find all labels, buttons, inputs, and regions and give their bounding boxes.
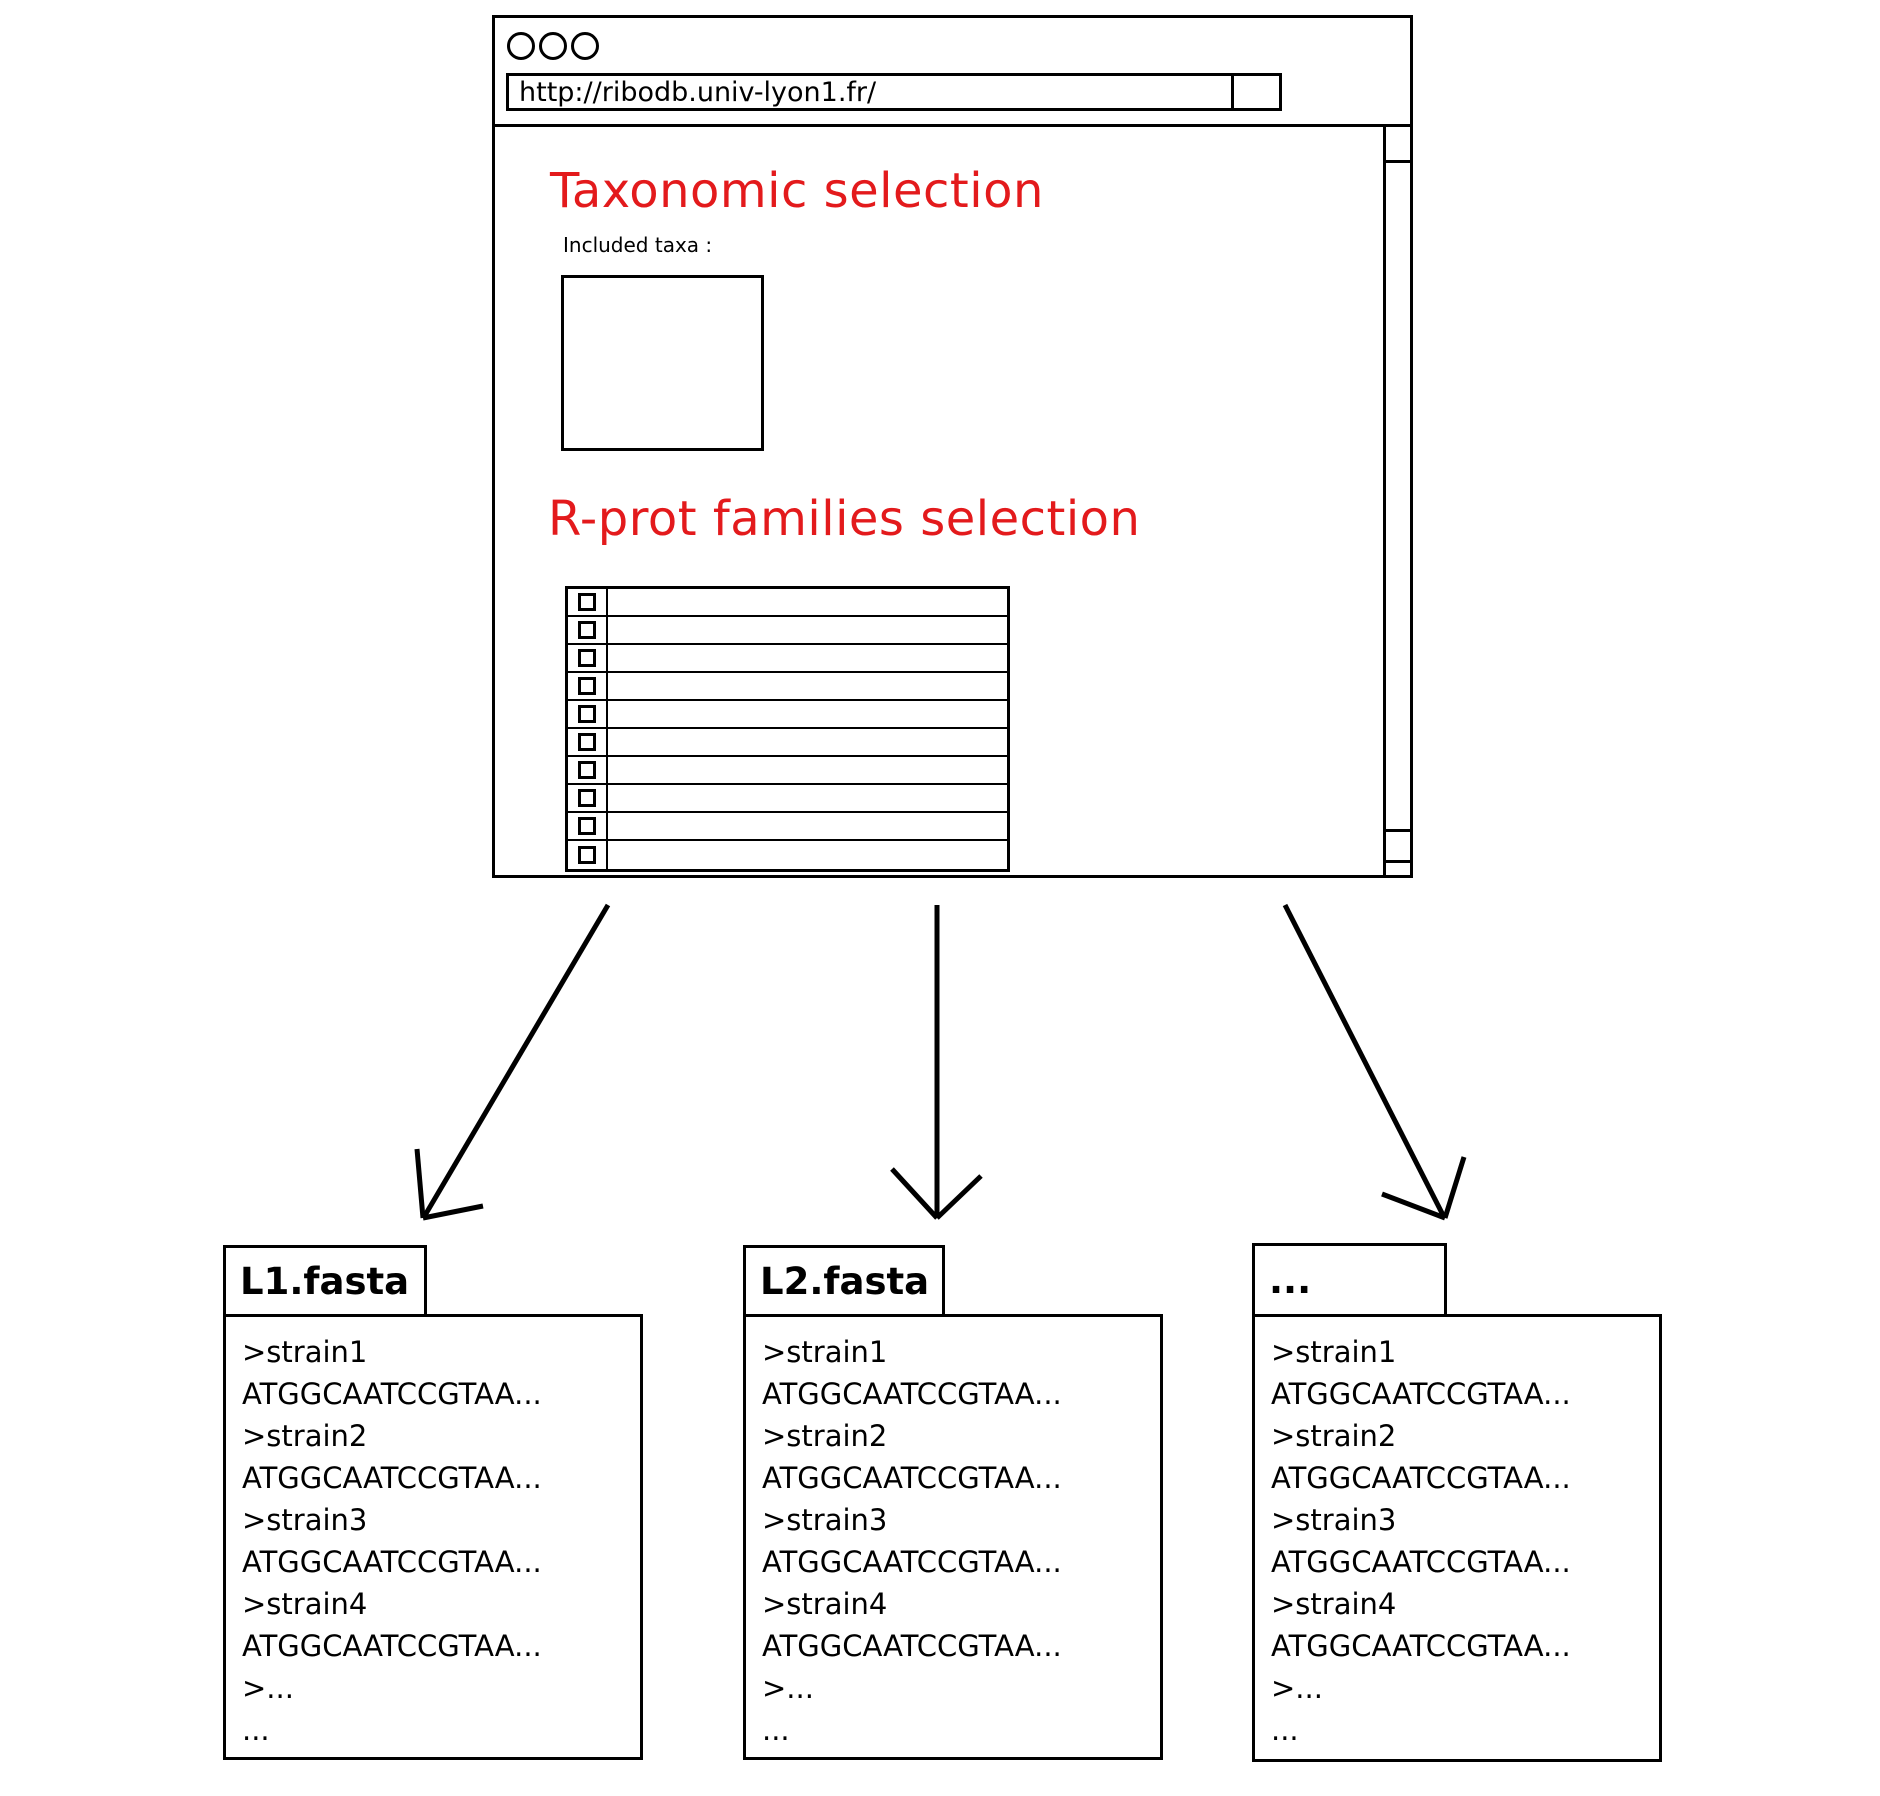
family-row-label — [608, 701, 1007, 727]
fasta-line: >strain1 — [762, 1335, 888, 1369]
fasta-line: ATGGCAATCCGTAA... — [762, 1629, 1062, 1663]
flow-arrow-right — [1282, 903, 1467, 1221]
fasta-line: >strain1 — [242, 1335, 368, 1369]
family-row[interactable] — [568, 673, 1007, 701]
family-row[interactable] — [568, 841, 1007, 869]
family-checkbox[interactable] — [578, 761, 596, 779]
family-row[interactable] — [568, 757, 1007, 785]
family-checkbox-cell — [568, 701, 608, 727]
fasta-line: >... — [1271, 1671, 1323, 1705]
scrollbar[interactable] — [1383, 127, 1410, 875]
family-checkbox-cell — [568, 729, 608, 755]
family-checkbox[interactable] — [578, 789, 596, 807]
family-row[interactable] — [568, 701, 1007, 729]
window-button-maximize-icon[interactable] — [571, 32, 599, 60]
family-checkbox-cell — [568, 813, 608, 839]
scrollbar-down-button[interactable] — [1386, 829, 1410, 863]
family-row[interactable] — [568, 589, 1007, 617]
family-row-label — [608, 617, 1007, 643]
fasta-line: ATGGCAATCCGTAA... — [762, 1545, 1062, 1579]
family-checkbox-cell — [568, 589, 608, 615]
family-checkbox[interactable] — [578, 705, 596, 723]
file-tab-label: L1.fasta — [223, 1245, 427, 1317]
family-row-label — [608, 785, 1007, 811]
browser-titlebar: http://ribodb.univ-lyon1.fr/ — [495, 18, 1410, 127]
scrollbar-up-button[interactable] — [1386, 127, 1410, 163]
fasta-line: >... — [242, 1671, 294, 1705]
fasta-line: ATGGCAATCCGTAA... — [242, 1545, 542, 1579]
family-list — [565, 586, 1010, 872]
family-row[interactable] — [568, 785, 1007, 813]
family-row-label — [608, 813, 1007, 839]
fasta-line: >strain1 — [1271, 1335, 1397, 1369]
fasta-line: >strain3 — [1271, 1503, 1397, 1537]
address-bar-input[interactable]: http://ribodb.univ-lyon1.fr/ — [506, 73, 1234, 111]
included-taxa-box[interactable] — [561, 275, 764, 451]
browser-window: http://ribodb.univ-lyon1.fr/ Taxonomic s… — [492, 15, 1413, 878]
taxonomic-selection-heading: Taxonomic selection — [550, 163, 1044, 219]
fasta-line: >strain2 — [762, 1419, 888, 1453]
fasta-line: >strain3 — [242, 1503, 368, 1537]
family-checkbox[interactable] — [578, 649, 596, 667]
family-checkbox[interactable] — [578, 593, 596, 611]
rprot-selection-heading: R-prot families selection — [548, 491, 1141, 547]
family-row[interactable] — [568, 813, 1007, 841]
family-checkbox[interactable] — [578, 621, 596, 639]
file-tab-label: L2.fasta — [743, 1245, 945, 1317]
family-checkbox-cell — [568, 757, 608, 783]
flow-arrow-middle — [890, 905, 983, 1220]
family-row-label — [608, 673, 1007, 699]
fasta-line: >strain4 — [242, 1587, 368, 1621]
fasta-line: ATGGCAATCCGTAA... — [242, 1461, 542, 1495]
fasta-line: >strain4 — [762, 1587, 888, 1621]
family-row-label — [608, 645, 1007, 671]
family-checkbox[interactable] — [578, 677, 596, 695]
family-row[interactable] — [568, 645, 1007, 673]
fasta-line: >strain2 — [1271, 1419, 1397, 1453]
fasta-line: ... — [1271, 1713, 1299, 1747]
family-checkbox-cell — [568, 645, 608, 671]
family-checkbox-cell — [568, 673, 608, 699]
family-checkbox[interactable] — [578, 733, 596, 751]
family-checkbox-cell — [568, 617, 608, 643]
family-row-label — [608, 729, 1007, 755]
fasta-line: >strain2 — [242, 1419, 368, 1453]
fasta-line: ATGGCAATCCGTAA... — [762, 1461, 1062, 1495]
family-row-label — [608, 757, 1007, 783]
family-checkbox[interactable] — [578, 817, 596, 835]
family-row[interactable] — [568, 617, 1007, 645]
fasta-line: ... — [242, 1713, 270, 1747]
family-row-label — [608, 841, 1007, 869]
fasta-line: ATGGCAATCCGTAA... — [242, 1377, 542, 1411]
family-checkbox-cell — [568, 841, 608, 869]
family-row[interactable] — [568, 729, 1007, 757]
window-button-minimize-icon[interactable] — [539, 32, 567, 60]
family-checkbox-cell — [568, 785, 608, 811]
fasta-line: >strain4 — [1271, 1587, 1397, 1621]
address-bar-go-button[interactable] — [1231, 73, 1282, 111]
window-button-close-icon[interactable] — [507, 32, 535, 60]
fasta-line: ATGGCAATCCGTAA... — [1271, 1461, 1571, 1495]
family-checkbox[interactable] — [578, 846, 596, 864]
fasta-line: ATGGCAATCCGTAA... — [1271, 1629, 1571, 1663]
flow-arrow-left — [414, 903, 611, 1221]
fasta-line: >... — [762, 1671, 814, 1705]
fasta-line: ... — [762, 1713, 790, 1747]
fasta-line: >strain3 — [762, 1503, 888, 1537]
file-tab-label: ... — [1252, 1243, 1447, 1317]
fasta-line: ATGGCAATCCGTAA... — [1271, 1545, 1571, 1579]
included-taxa-label: Included taxa : — [563, 233, 713, 257]
fasta-line: ATGGCAATCCGTAA... — [1271, 1377, 1571, 1411]
family-row-label — [608, 589, 1007, 615]
fasta-line: ATGGCAATCCGTAA... — [242, 1629, 542, 1663]
fasta-line: ATGGCAATCCGTAA... — [762, 1377, 1062, 1411]
